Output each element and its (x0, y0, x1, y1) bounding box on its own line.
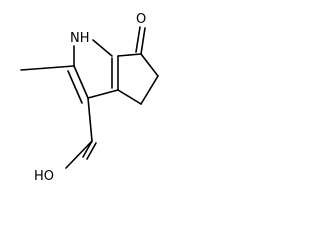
bond-c2-methyl (20, 65, 75, 71)
atom-label-group: NH O HO (34, 12, 146, 184)
bond-carboxyl-oxo-b (86, 142, 97, 160)
bond-c3-carboxyl (87, 97, 93, 142)
bond-c6-c5 (140, 75, 159, 105)
bond-c7-c6 (140, 53, 159, 77)
bond-c2-c3-single (73, 65, 89, 99)
bond-n-c7a (92, 39, 113, 57)
nitrogen-label: NH (70, 31, 90, 46)
chemical-structure-diagram: NH O HO (0, 0, 174, 186)
bond-c2-c3-double (67, 70, 83, 104)
bond-c3-c3a (87, 89, 119, 99)
bond-c7-carbonyl-b (135, 26, 141, 53)
bond-c7-carbonyl-a (140, 27, 146, 55)
bond-group (20, 26, 159, 169)
hydroxyl-label: HO (34, 169, 54, 184)
bond-carboxyl-hydroxyl (65, 140, 93, 169)
bond-c5-c3a (117, 89, 142, 105)
bond-c7a-c7 (117, 53, 142, 57)
carbonyl-oxygen-label: O (136, 12, 146, 27)
